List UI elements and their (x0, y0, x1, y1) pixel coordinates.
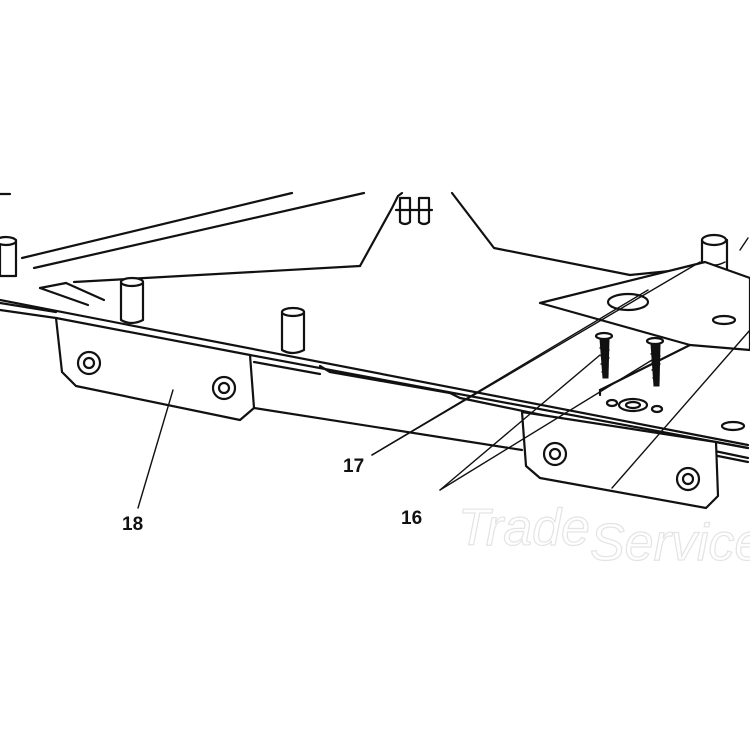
watermark-text-2: Service (590, 514, 750, 572)
base-plate-right (598, 343, 746, 432)
screw-1 (594, 331, 614, 379)
leader-right-b (739, 237, 749, 251)
post-2 (280, 306, 306, 355)
callout-16: 16 (401, 508, 423, 529)
chassis-frame (0, 191, 750, 447)
leader-18 (137, 389, 174, 509)
callout-18: 18 (122, 514, 144, 535)
leader-16b (439, 359, 653, 491)
watermark: Trade Service (457, 498, 750, 572)
top-pins (394, 196, 434, 226)
post-left (0, 235, 18, 278)
watermark-text-1: Trade (458, 499, 590, 557)
leader-right-a (611, 329, 750, 489)
leader-lines (137, 237, 750, 509)
callout-17: 17 (343, 456, 365, 477)
leader-16a (439, 354, 601, 491)
hinge-bracket-18 (54, 316, 750, 510)
screws-16 (594, 331, 665, 387)
post-1 (119, 276, 145, 325)
leader-17b (371, 261, 701, 456)
standoff-posts (0, 196, 729, 355)
